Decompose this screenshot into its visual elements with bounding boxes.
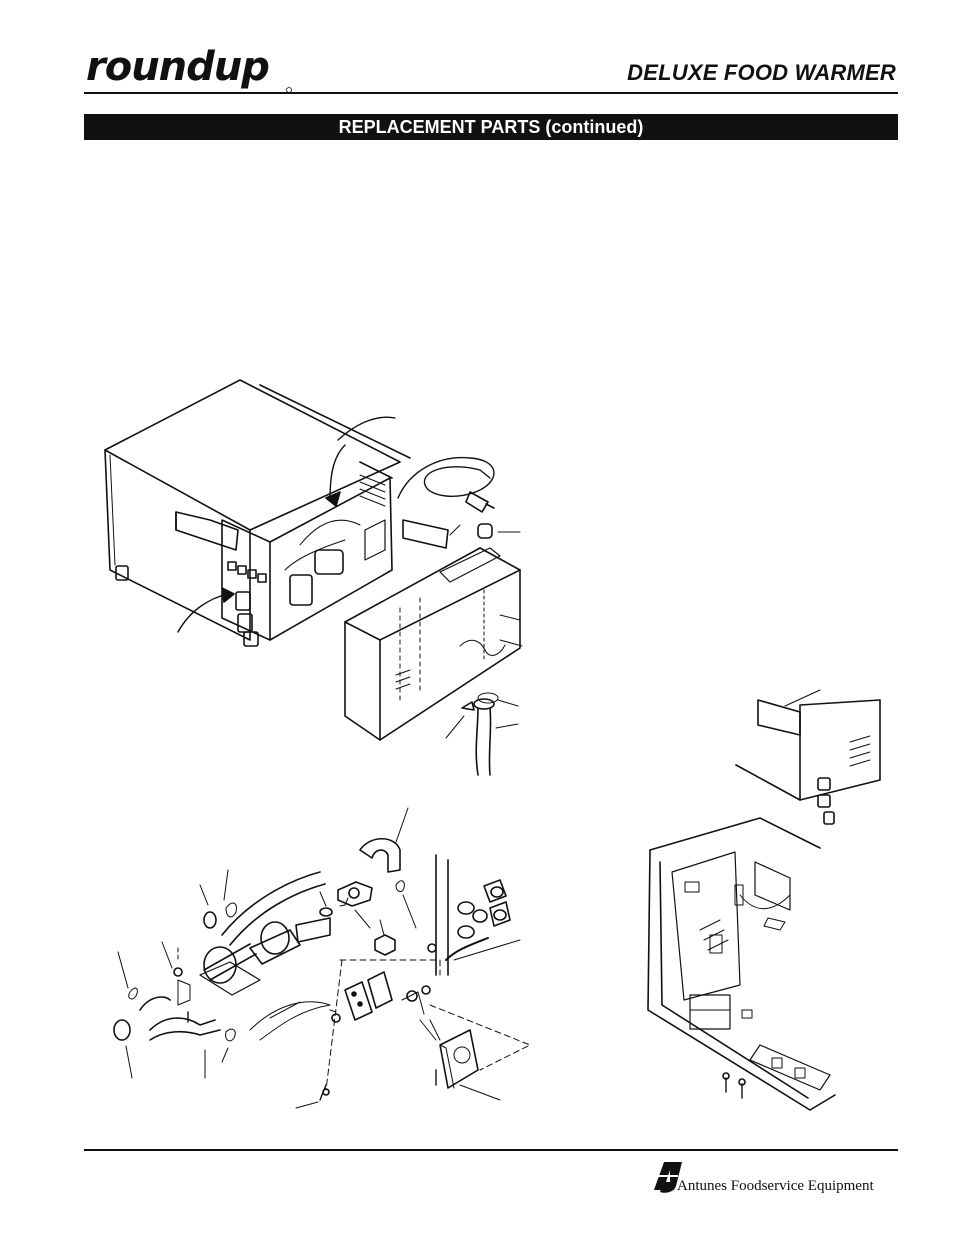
section-title-bar: REPLACEMENT PARTS (continued)	[84, 114, 898, 140]
footer-rule	[84, 1149, 898, 1151]
label-plate-drawing	[402, 519, 449, 549]
roundup-wordmark: roundup	[86, 44, 269, 90]
company-name: Antunes Foodservice Equipment	[677, 1178, 874, 1194]
cabinet-front-detail-drawing	[735, 689, 881, 825]
roundup-logo: roundup	[86, 44, 292, 93]
control-box-interior-drawing	[647, 817, 836, 1111]
heater-assembly-drawing	[113, 807, 409, 1079]
hose-drawing	[475, 707, 492, 776]
side-cover-panel-drawing	[344, 547, 523, 741]
power-cord-drawing	[397, 456, 495, 513]
knob-drawing	[477, 523, 493, 539]
antunes-logo	[650, 1162, 682, 1193]
document-title: DELUXE FOOD WARMER	[627, 60, 896, 85]
fittings-hardware-drawing	[295, 854, 531, 1109]
warmer-cabinet-drawing	[104, 379, 411, 647]
header-rule	[84, 92, 898, 94]
